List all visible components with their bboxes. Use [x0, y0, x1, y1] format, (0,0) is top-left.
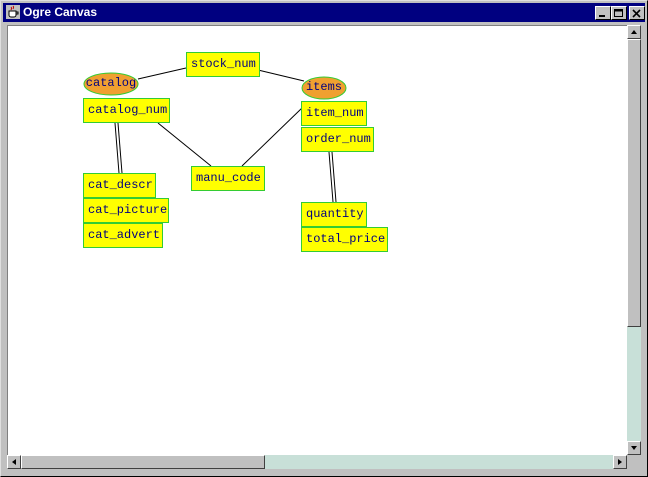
- link-catalog-stock: [137, 67, 187, 80]
- arrow-down-icon: [631, 446, 637, 450]
- field-stock-num[interactable]: stock_num: [186, 52, 260, 77]
- link-items-quantity-a: [328, 151, 334, 203]
- close-icon: [632, 9, 641, 18]
- link-stock-items: [257, 69, 305, 82]
- link-catalog-catdescr-a: [114, 122, 120, 174]
- field-cat-descr[interactable]: cat_descr: [83, 173, 156, 198]
- minimize-button[interactable]: [595, 6, 611, 20]
- vertical-scroll-thumb[interactable]: [627, 39, 641, 327]
- entity-label: catalog: [85, 76, 137, 90]
- maximize-icon: [614, 9, 623, 17]
- arrow-up-icon: [631, 30, 637, 34]
- field-order-num[interactable]: order_num: [301, 127, 374, 152]
- diagram-canvas[interactable]: catalog items stock_num catalog_num manu…: [7, 25, 627, 455]
- relationship-lines: [114, 67, 337, 203]
- arrow-left-icon: [12, 459, 16, 465]
- field-item-num[interactable]: item_num: [301, 101, 367, 126]
- arrow-right-icon: [618, 459, 622, 465]
- field-cat-picture[interactable]: cat_picture: [83, 198, 169, 223]
- scroll-down-button[interactable]: [627, 441, 641, 455]
- minimize-icon: [599, 15, 605, 17]
- scroll-up-button[interactable]: [627, 25, 641, 39]
- link-items-quantity-b: [331, 151, 337, 203]
- scrollbar-corner: [627, 455, 641, 469]
- scroll-right-button[interactable]: [613, 455, 627, 469]
- horizontal-scrollbar[interactable]: [7, 455, 627, 469]
- window-title: Ogre Canvas: [23, 5, 98, 19]
- horizontal-scroll-thumb[interactable]: [21, 455, 265, 469]
- entity-label: items: [305, 80, 342, 94]
- link-itemnum-manucode: [241, 107, 303, 167]
- field-manu-code[interactable]: manu_code: [191, 166, 265, 191]
- close-button[interactable]: [629, 6, 645, 20]
- field-cat-advert[interactable]: cat_advert: [83, 223, 163, 248]
- vertical-scrollbar[interactable]: [627, 25, 641, 455]
- scroll-left-button[interactable]: [7, 455, 21, 469]
- maximize-button[interactable]: [611, 6, 627, 20]
- entity-items[interactable]: items: [301, 76, 347, 100]
- field-catalog-num[interactable]: catalog_num: [83, 98, 170, 123]
- link-catalognum-manucode: [157, 122, 212, 167]
- entity-ellipse: [83, 72, 139, 96]
- link-catalog-catdescr-b: [117, 122, 123, 174]
- field-total-price[interactable]: total_price: [301, 227, 388, 252]
- java-cup-icon: [6, 5, 20, 19]
- field-quantity[interactable]: quantity: [301, 202, 367, 227]
- entity-ellipse: [301, 76, 347, 100]
- title-bar[interactable]: Ogre Canvas: [3, 3, 645, 22]
- entity-catalog[interactable]: catalog: [83, 72, 139, 96]
